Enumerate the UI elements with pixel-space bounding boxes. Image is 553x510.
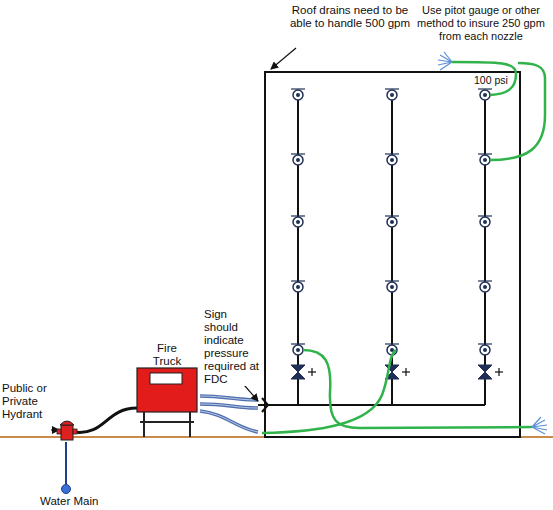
note-pitot: Use pitot gauge or other method to insur… [412, 4, 550, 43]
hose-connector [74, 408, 137, 432]
water-main-node: Water Main [40, 484, 110, 508]
hydrant-node: Public or Private Hydrant [2, 382, 78, 442]
supply-hoses [200, 396, 258, 432]
node-label: Public or Private Hydrant [2, 382, 50, 421]
note-fdc-sign: Sign should indicate pressure required a… [204, 308, 264, 386]
building-outline [265, 72, 520, 437]
nozzle-spray [438, 52, 547, 434]
test-hoses [262, 62, 545, 433]
pressure-label: 100 psi [474, 74, 508, 87]
fdc-symbol [262, 398, 268, 412]
node-label: Fire Truck [147, 342, 187, 368]
hose-connector [65, 442, 67, 484]
leader-arrow [271, 48, 296, 69]
node-label: Water Main [40, 495, 110, 508]
feed-pipe [258, 404, 485, 406]
fire-truck-node: Fire Truck [134, 340, 200, 440]
note-roof-drains: Roof drains need to be able to handle 50… [280, 4, 420, 30]
